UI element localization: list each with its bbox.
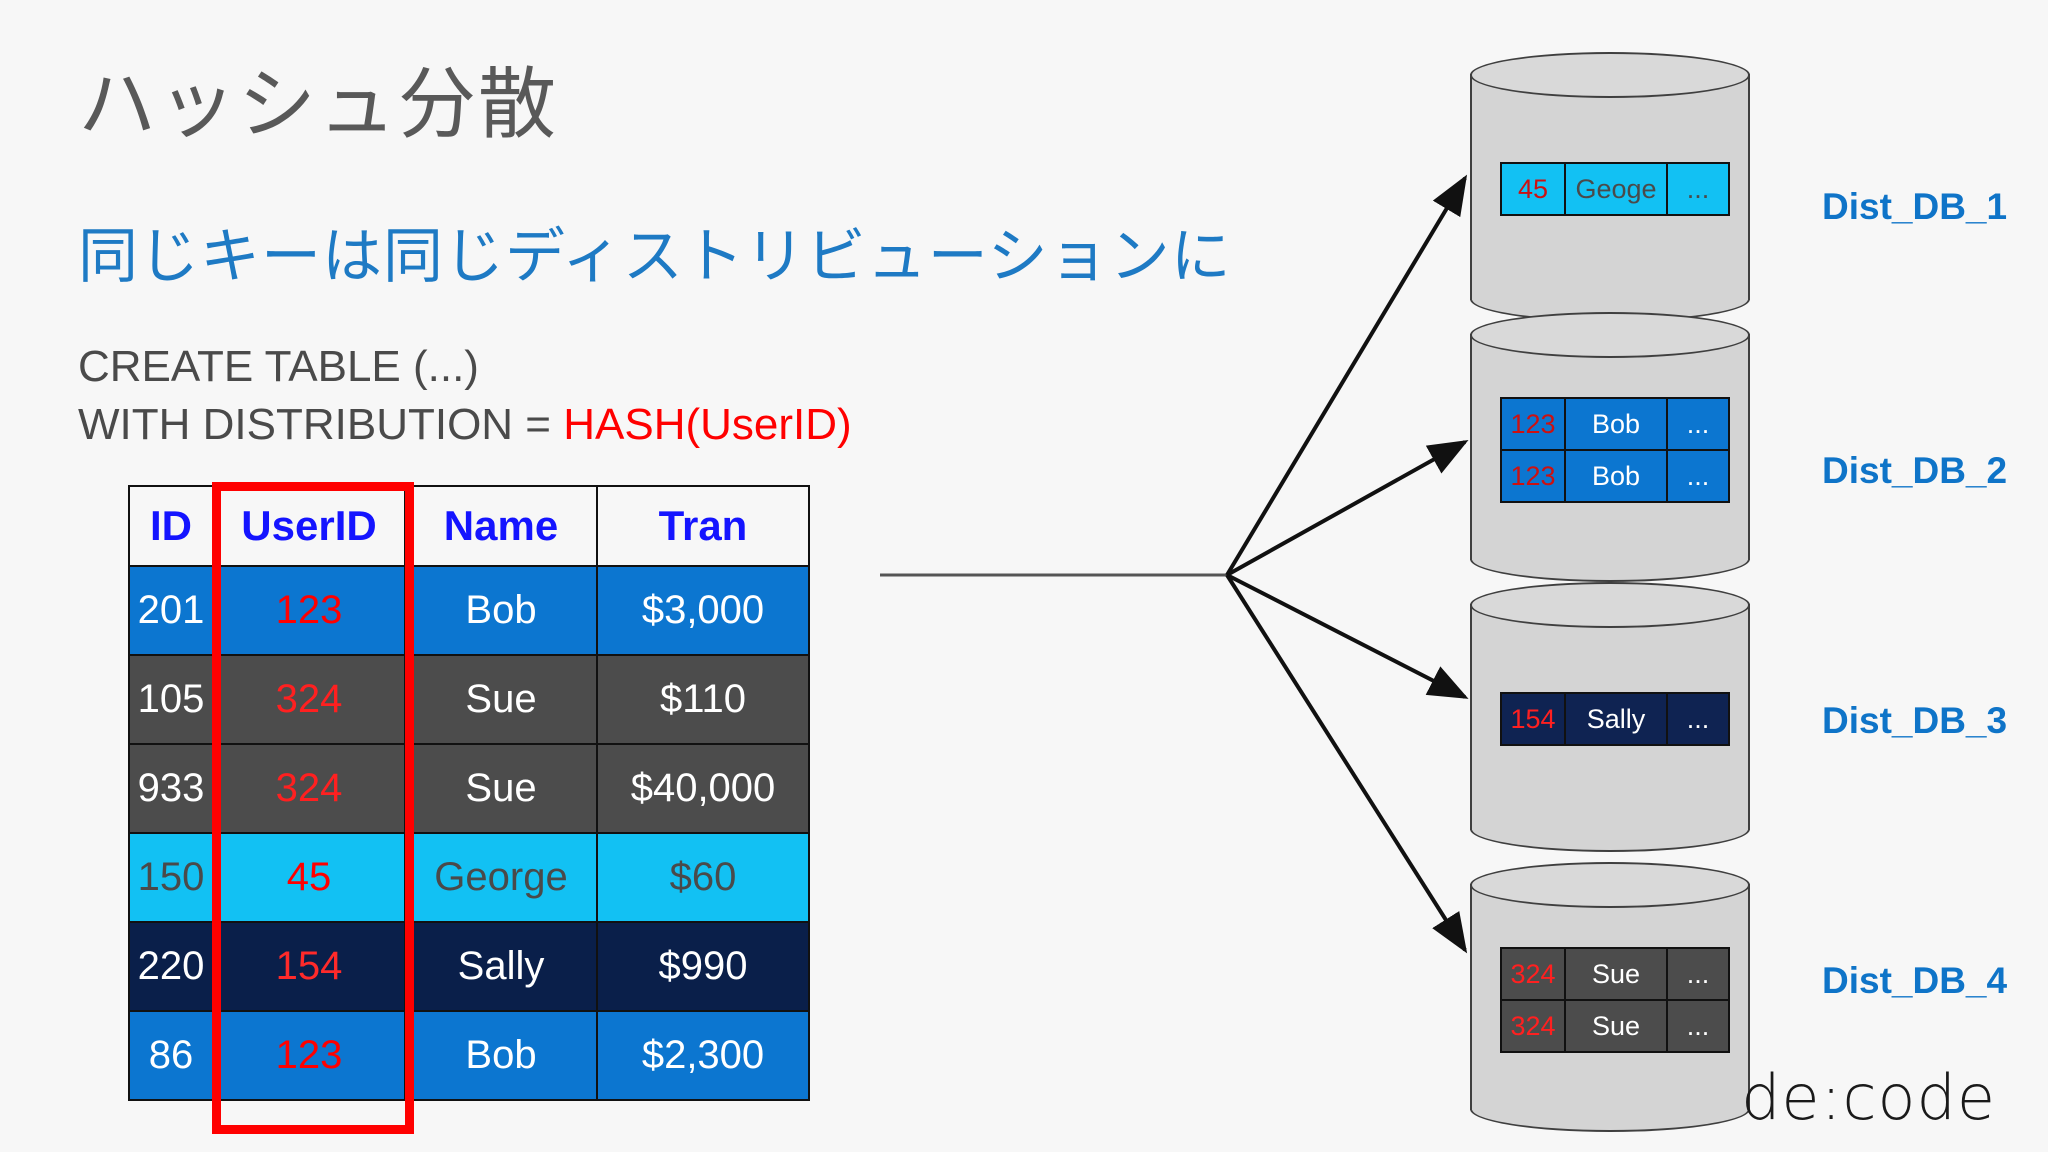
code-hash-expression: HASH(UserID) <box>563 400 852 449</box>
cell-id: 86 <box>128 1010 214 1101</box>
distribution-label-4: Dist_DB_4 <box>1822 960 2008 1001</box>
dist-cell-key: 324 <box>1500 999 1566 1053</box>
dist-cell-key: 123 <box>1500 449 1566 503</box>
dist-cell-name: Bob <box>1564 449 1668 503</box>
column-header-id: ID <box>128 485 214 567</box>
cell-tran: $40,000 <box>596 743 810 834</box>
page-title: ハッシュ分散 <box>78 60 559 148</box>
cell-tran: $990 <box>596 921 810 1012</box>
cell-name: Sue <box>404 743 598 834</box>
dist-cell-more: ... <box>1666 999 1730 1053</box>
code-line-create-table: CREATE TABLE (...) <box>78 342 479 391</box>
cell-userid: 123 <box>212 1010 406 1101</box>
distribution-label-2: Dist_DB_2 <box>1822 450 2008 491</box>
distribution-label-1: Dist_DB_1 <box>1822 186 2008 227</box>
arrow-to-dist-1 <box>1225 174 1468 577</box>
column-header-userid: UserID <box>212 485 406 567</box>
dist-cell-more: ... <box>1666 947 1730 1001</box>
cell-userid: 154 <box>212 921 406 1012</box>
cylinder-top-ellipse <box>1470 862 1750 908</box>
cell-userid: 123 <box>212 565 406 656</box>
dist-cell-more: ... <box>1666 162 1730 216</box>
cell-id: 933 <box>128 743 214 834</box>
cylinder-top-ellipse <box>1470 312 1750 358</box>
cell-tran: $2,300 <box>596 1010 810 1101</box>
code-line-with-distribution: WITH DISTRIBUTION = HASH(UserID) <box>78 400 852 450</box>
arrow-to-dist-4 <box>1225 573 1468 954</box>
cell-name: George <box>404 832 598 923</box>
cell-userid: 45 <box>212 832 406 923</box>
decode-logo: de:code <box>1741 1061 1996 1134</box>
dist-cell-name: Geoge <box>1564 162 1668 216</box>
cell-name: Sally <box>404 921 598 1012</box>
cell-id: 201 <box>128 565 214 656</box>
cell-name: Bob <box>404 1010 598 1101</box>
cell-userid: 324 <box>212 743 406 834</box>
arrow-to-dist-3 <box>1226 573 1469 699</box>
cell-tran: $60 <box>596 832 810 923</box>
cell-id: 150 <box>128 832 214 923</box>
dist-cell-key: 154 <box>1500 692 1566 746</box>
dist-cell-name: Sue <box>1564 947 1668 1001</box>
dist-cell-more: ... <box>1666 692 1730 746</box>
code-distribution-prefix: WITH DISTRIBUTION = <box>78 400 564 449</box>
dist-cell-key: 45 <box>1500 162 1566 216</box>
dist-cell-key: 123 <box>1500 397 1566 451</box>
cell-tran: $3,000 <box>596 565 810 656</box>
cylinder-top-ellipse <box>1470 52 1750 98</box>
cell-tran: $110 <box>596 654 810 745</box>
dist-cell-more: ... <box>1666 449 1730 503</box>
dist-cell-name: Sally <box>1564 692 1668 746</box>
table-header-row: ID UserID Name Tran <box>128 485 810 567</box>
column-header-name: Name <box>404 485 598 567</box>
cell-name: Sue <box>404 654 598 745</box>
dist-cell-name: Bob <box>1564 397 1668 451</box>
cylinder-top-ellipse <box>1470 582 1750 628</box>
cell-id: 220 <box>128 921 214 1012</box>
column-header-tran: Tran <box>596 485 810 567</box>
cell-name: Bob <box>404 565 598 656</box>
arrow-to-dist-2 <box>1226 440 1469 577</box>
dist-cell-key: 324 <box>1500 947 1566 1001</box>
page-subtitle: 同じキーは同じディストリビューションに <box>78 223 1232 290</box>
cell-id: 105 <box>128 654 214 745</box>
dist-cell-name: Sue <box>1564 999 1668 1053</box>
dist-cell-more: ... <box>1666 397 1730 451</box>
distribution-label-3: Dist_DB_3 <box>1822 700 2008 741</box>
cell-userid: 324 <box>212 654 406 745</box>
